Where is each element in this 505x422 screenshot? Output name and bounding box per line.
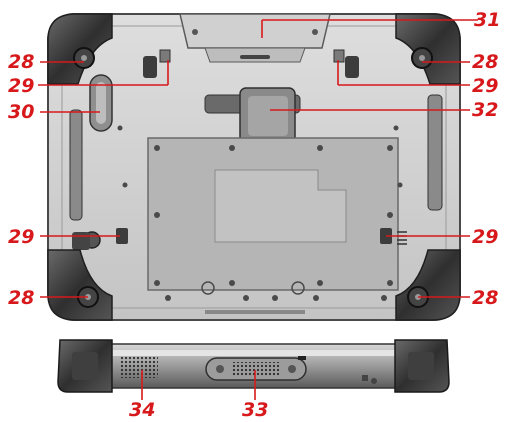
callout-32: 32 [472,99,498,121]
latch-mid-left [116,228,128,244]
callout-28-bottom-left: 28 [8,287,34,309]
cover-screws [154,145,393,286]
latch-top-left [143,56,157,78]
callout-28-bottom-right: 28 [472,287,498,309]
callout-29-mid-left: 29 [8,226,34,248]
callout-30: 30 [8,101,34,123]
callout-29-top-right: 29 [472,75,498,97]
latch-top-right [345,56,359,78]
top-clip [179,13,331,49]
callout-34: 34 [129,399,155,421]
callout-leaders [38,19,478,400]
callout-28-top-right: 28 [472,51,498,73]
right-side-ports [427,94,443,211]
tablet-back-view [47,13,461,321]
callout-28-top-left: 28 [8,51,34,73]
left-side-ports [69,109,83,221]
bumper-top-left [47,13,113,85]
bumper-top-right [395,13,461,85]
callout-31: 31 [474,9,500,31]
callout-29-mid-right: 29 [472,226,498,248]
bumper-bottom-right [395,249,461,321]
tablet-bottom-view [57,339,450,393]
callout-29-top-left: 29 [8,75,34,97]
callout-labels: 31 28 28 29 29 30 32 29 29 28 28 34 33 [8,9,500,421]
callout-33: 33 [242,399,268,421]
speaker-grille [120,356,158,378]
